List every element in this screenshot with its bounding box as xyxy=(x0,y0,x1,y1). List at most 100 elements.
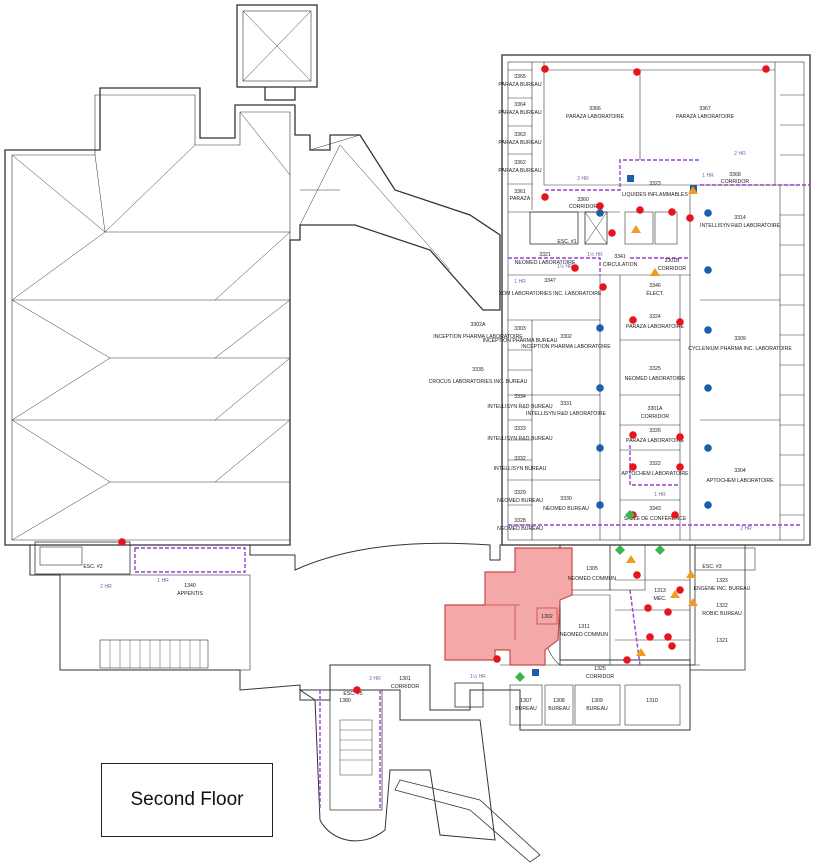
svg-text:1½ HR: 1½ HR xyxy=(587,251,603,258)
svg-text:3346: 3346 xyxy=(649,283,661,289)
svg-text:CORRIDOR: CORRIDOR xyxy=(586,674,614,680)
svg-text:3328: 3328 xyxy=(514,518,526,524)
svg-text:3326: 3326 xyxy=(649,428,661,434)
svg-text:PARAZA BUREAU: PARAZA BUREAU xyxy=(498,82,541,88)
fire-rating-lines xyxy=(134,159,810,810)
svg-text:1301: 1301 xyxy=(399,676,411,682)
svg-text:3323: 3323 xyxy=(649,181,661,187)
svg-text:ÉLECT.: ÉLECT. xyxy=(646,290,664,297)
svg-text:3330: 3330 xyxy=(560,496,572,502)
svg-text:1305: 1305 xyxy=(586,566,598,572)
svg-text:3366: 3366 xyxy=(589,106,601,112)
svg-text:INTELLISYN BUREAU: INTELLISYN BUREAU xyxy=(494,466,547,472)
svg-text:NEOMED COMMUN: NEOMED COMMUN xyxy=(568,576,616,582)
svg-text:PARAZA: PARAZA xyxy=(510,196,531,202)
svg-text:CORRIDOR: CORRIDOR xyxy=(391,684,419,690)
svg-text:MÉC.: MÉC. xyxy=(654,595,667,602)
svg-text:BUREAU: BUREAU xyxy=(515,706,537,712)
svg-text:1½ HR: 1½ HR xyxy=(470,673,486,680)
svg-text:INCEPTION PHARMA LABORATOIRE: INCEPTION PHARMA LABORATOIRE xyxy=(433,334,523,340)
svg-text:1313: 1313 xyxy=(654,588,666,594)
svg-text:3367: 3367 xyxy=(699,106,711,112)
svg-text:3314: 3314 xyxy=(734,215,746,221)
svg-text:1 HR: 1 HR xyxy=(514,279,526,285)
svg-text:2 HR: 2 HR xyxy=(734,151,746,157)
svg-text:3341: 3341 xyxy=(614,254,626,260)
svg-text:PARAZA LABORATOIRE: PARAZA LABORATOIRE xyxy=(626,324,684,330)
room-r1302: 1302 xyxy=(541,614,553,620)
svg-text:CORRIDOR: CORRIDOR xyxy=(658,266,686,272)
svg-text:2 HR: 2 HR xyxy=(369,676,381,682)
svg-text:INCEPTION PHARMA BUREAU: INCEPTION PHARMA BUREAU xyxy=(483,338,558,344)
svg-text:PARAZA LABORATOIRE: PARAZA LABORATOIRE xyxy=(676,114,734,120)
svg-text:3332: 3332 xyxy=(514,456,526,462)
svg-text:1½ HR: 1½ HR xyxy=(557,263,573,270)
svg-text:3329: 3329 xyxy=(514,490,526,496)
svg-text:BUREAU: BUREAU xyxy=(586,706,608,712)
svg-text:CORRIDOR: CORRIDOR xyxy=(721,179,749,185)
svg-text:3309: 3309 xyxy=(734,336,746,342)
svg-text:1308: 1308 xyxy=(553,698,565,704)
svg-text:NEOMED LABORATOIRE: NEOMED LABORATOIRE xyxy=(515,260,576,266)
svg-text:ROBIC BUREAU: ROBIC BUREAU xyxy=(702,611,742,617)
svg-text:3361: 3361 xyxy=(514,189,526,195)
svg-text:3362: 3362 xyxy=(514,160,526,166)
svg-text:NEOMED COMMUN: NEOMED COMMUN xyxy=(560,632,608,638)
svg-text:3365: 3365 xyxy=(514,74,526,80)
svg-text:1323: 1323 xyxy=(716,578,728,584)
roof-tower xyxy=(236,4,318,101)
svg-text:1302: 1302 xyxy=(541,614,553,620)
svg-text:3343: 3343 xyxy=(649,506,661,512)
svg-text:XOM LABORATORIES INC. LABORATO: XOM LABORATORIES INC. LABORATOIRE xyxy=(499,291,602,297)
highlighted-zone xyxy=(444,547,573,666)
svg-text:SALLE DE CONFÉRENCE: SALLE DE CONFÉRENCE xyxy=(624,515,687,522)
room-r1321: 1321 xyxy=(716,638,728,644)
svg-text:CORRIDOR: CORRIDOR xyxy=(569,204,597,210)
svg-text:INTELLISYN R&D BUREAU: INTELLISYN R&D BUREAU xyxy=(487,404,552,410)
stair-labels: ESC. #1 ESC. #2 ESC. #3 ESC. #5 xyxy=(83,239,721,697)
svg-text:3301B: 3301B xyxy=(664,258,680,264)
svg-text:3363: 3363 xyxy=(514,132,526,138)
svg-text:NEOMED BUREAU: NEOMED BUREAU xyxy=(543,506,589,512)
green-markers xyxy=(515,510,665,682)
svg-text:CIRCULATION: CIRCULATION xyxy=(603,262,638,268)
svg-text:3301A: 3301A xyxy=(647,406,663,412)
svg-text:APTOCHEM LABORATOIRE: APTOCHEM LABORATOIRE xyxy=(621,471,689,477)
svg-text:INTELLISYN R&D LABORATOIRE: INTELLISYN R&D LABORATOIRE xyxy=(700,223,780,229)
svg-text:CROCUS LABORATORIES INC. BUREA: CROCUS LABORATORIES INC. BUREAU xyxy=(429,379,528,385)
svg-text:1307: 1307 xyxy=(520,698,532,704)
svg-text:1 HR: 1 HR xyxy=(654,492,666,498)
east-block xyxy=(501,54,811,546)
svg-text:3360: 3360 xyxy=(577,197,589,203)
svg-text:PARAZA LABORATOIRE: PARAZA LABORATOIRE xyxy=(626,438,684,444)
svg-text:BUREAU: BUREAU xyxy=(548,706,570,712)
svg-text:3302: 3302 xyxy=(560,334,572,340)
stair-esc5: ESC. #5 xyxy=(343,691,362,697)
svg-text:ENGENE INC. BUREAU: ENGENE INC. BUREAU xyxy=(694,586,751,592)
svg-text:PARAZA BUREAU: PARAZA BUREAU xyxy=(498,140,541,146)
